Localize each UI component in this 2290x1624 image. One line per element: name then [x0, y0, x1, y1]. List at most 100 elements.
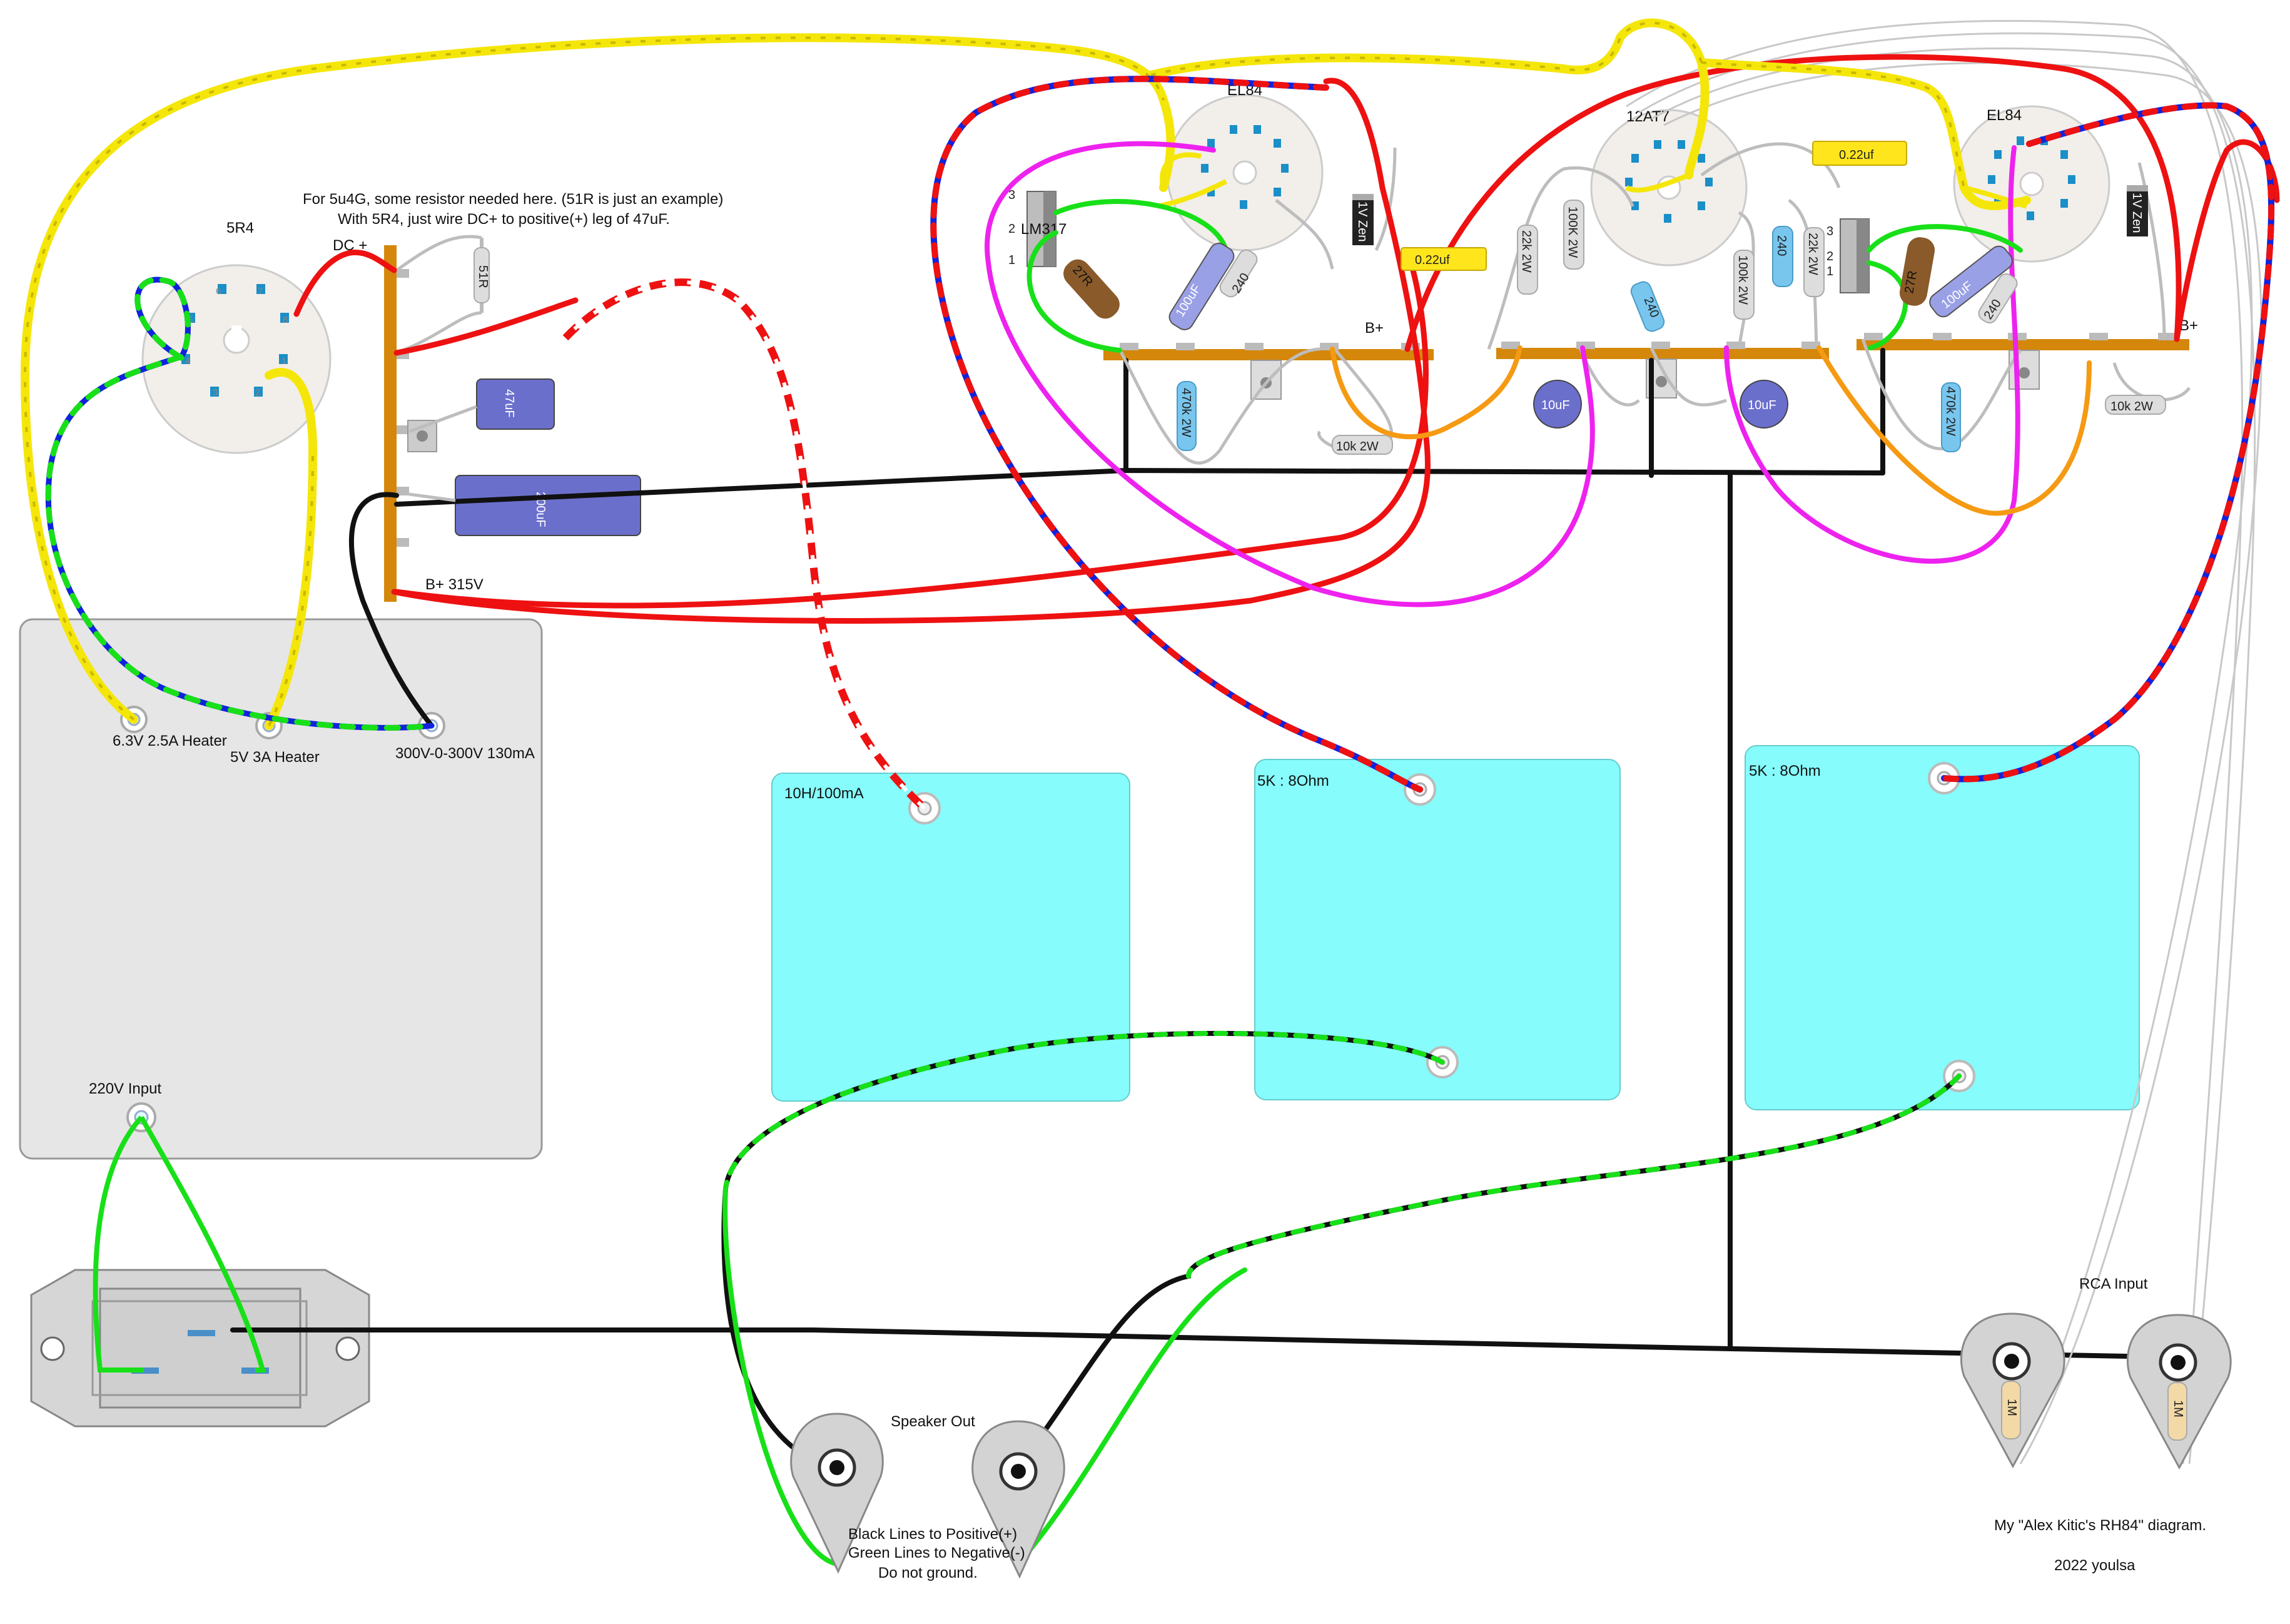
svg-text:100k 2W: 100k 2W [1736, 255, 1750, 305]
svg-text:8: 8 [283, 315, 288, 325]
note-line-1: For 5u4G, some resistor needed here. (51… [303, 191, 723, 208]
svg-text:22k 2W: 22k 2W [1519, 230, 1533, 273]
svg-text:240: 240 [1775, 235, 1788, 256]
resistor-22k-a: 22k 2W [1517, 225, 1538, 295]
rca-jack-left: 1M [1960, 1312, 2065, 1469]
capacitor-10uf-a: 10uF [1533, 380, 1582, 429]
svg-text:51R: 51R [476, 265, 490, 288]
resistor-22k-b: 22k 2W [1803, 227, 1825, 297]
speaker-jack-negative [971, 1420, 1065, 1579]
capacitor-47uf: 47uF [476, 378, 555, 430]
yellow-heater-twist-marks [23, 21, 1965, 726]
ground-bus [230, 348, 2129, 1359]
blue-green-filament-wires [45, 277, 435, 731]
ot-right-label: 5K : 8Ohm [1749, 763, 1821, 779]
terminal-strip-mid [1496, 348, 1829, 359]
svg-text:10k 2W: 10k 2W [2110, 400, 2153, 414]
rca-jack-right: 1M [2126, 1314, 2232, 1470]
svg-text:2: 2 [1008, 222, 1015, 236]
12at7-label: 12AT7 [1626, 108, 1669, 125]
svg-text:1M: 1M [2005, 1399, 2019, 1416]
yellow-tube-leads [1157, 152, 2028, 209]
credit-line-1: My "Alex Kitic's RH84" diagram. [1994, 1517, 2206, 1534]
iec-power-inlet [30, 1269, 370, 1428]
resistor-10k-right: 10k 2W [2105, 395, 2166, 415]
svg-text:1M: 1M [2171, 1400, 2185, 1418]
red-white-twisted-overlay [564, 280, 926, 810]
speaker-note-3: Do not ground. [878, 1565, 978, 1581]
rectifier-label: 5R4 [226, 220, 254, 236]
red-bplus-wires [293, 54, 2280, 624]
svg-text:1: 1 [1826, 265, 1833, 278]
magenta-wires [985, 141, 2020, 607]
hv-secondary-label: 300V-0-300V 130mA [395, 745, 535, 762]
resistor-240-b: 240 [1772, 226, 1793, 287]
note-line-2: With 5R4, just wire DC+ to positive(+) l… [338, 211, 670, 228]
svg-text:1: 1 [281, 356, 286, 367]
red-white-twisted-wire [562, 278, 928, 811]
svg-text:470k 2W: 470k 2W [1943, 387, 1957, 436]
output-transformer-left [1254, 759, 1621, 1100]
svg-text:7: 7 [258, 286, 263, 297]
capacitor-022-left: 0.22uf [1401, 247, 1487, 271]
capacitor-10uf-b: 10uF [1740, 380, 1788, 429]
svg-text:10k 2W: 10k 2W [1336, 440, 1379, 454]
psu-terminal-strip [384, 245, 437, 602]
speaker-jack-positive [790, 1413, 884, 1574]
resistor-470k-left: 470k 2W [1177, 381, 1197, 451]
capacitor-100uf-left: 100uF [1168, 243, 1235, 330]
svg-text:22k 2W: 22k 2W [1806, 233, 1820, 275]
capacitor-022-right: 0.22uf [1812, 141, 1907, 166]
svg-text:3: 3 [1826, 225, 1833, 238]
svg-text:470k 2W: 470k 2W [1179, 388, 1193, 437]
heater-5v-label: 5V 3A Heater [230, 749, 320, 766]
resistor-470k-right: 470k 2W [1941, 382, 1961, 452]
el84-left-socket [1166, 94, 1324, 251]
terminal-strip-left [1103, 349, 1434, 360]
svg-text:3: 3 [213, 387, 218, 398]
svg-text:47uF: 47uF [502, 389, 516, 418]
12at7-socket [1590, 109, 1748, 266]
resistor-10k-left: 10k 2W [1332, 435, 1393, 455]
resistor-100k-b: 100k 2W [1733, 250, 1755, 320]
resistor-51r: 51R [474, 238, 490, 313]
svg-text:1: 1 [1008, 253, 1015, 267]
svg-text:1V Zen: 1V Zen [1355, 201, 1369, 241]
svg-text:10uF: 10uF [1748, 398, 1776, 412]
svg-text:0.22uf: 0.22uf [1415, 253, 1450, 267]
resistor-240-left: 240 [1219, 249, 1258, 298]
svg-text:4: 4 [185, 356, 190, 367]
zener-left: 1V Zen [1352, 194, 1374, 245]
resistor-27r-left: 27R [1063, 259, 1120, 319]
resistor-240-mid: 240 [1630, 281, 1665, 332]
rca-input-label: RCA Input [2079, 1276, 2148, 1292]
output-transformer-right [1745, 745, 2140, 1110]
speaker-note-1: Black Lines to Positive(+) [848, 1526, 1017, 1543]
lm317-right [1840, 218, 1870, 293]
speaker-note-2: Green Lines to Negative(-) [848, 1545, 1025, 1561]
svg-text:0.22uf: 0.22uf [1839, 148, 1874, 162]
el84-right-label: EL84 [1987, 107, 2022, 124]
choke [771, 773, 1130, 1102]
svg-text:2: 2 [1826, 250, 1833, 263]
svg-text:200uF: 200uF [534, 492, 547, 527]
terminal-strip-right [1857, 339, 2189, 350]
svg-text:10uF: 10uF [1541, 398, 1570, 412]
capacitor-200uf: 200uF [455, 475, 641, 536]
rectifier-socket-5r4: 6 5 4 3 2 1 8 7 [141, 264, 332, 454]
choke-label: 10H/100mA [784, 785, 864, 802]
speaker-out-label: Speaker Out [891, 1413, 975, 1430]
red-blue-plate-wires [930, 76, 2275, 793]
ot-left-label: 5K : 8Ohm [1257, 773, 1329, 789]
zener-right: 1V Zen [2127, 185, 2148, 236]
credit-line-2: 2022 youlsa [2054, 1557, 2135, 1574]
svg-text:2: 2 [255, 387, 260, 398]
heater-63v-label: 6.3V 2.5A Heater [113, 733, 227, 749]
orange-wires [1330, 345, 2092, 516]
resistor-100k-a: 100K 2W [1563, 200, 1584, 270]
resistor-27r-right: 27R [1899, 237, 1935, 306]
svg-text:100K 2W: 100K 2W [1566, 206, 1579, 258]
mains-green-wires [93, 1115, 266, 1373]
svg-text:6: 6 [216, 286, 221, 297]
